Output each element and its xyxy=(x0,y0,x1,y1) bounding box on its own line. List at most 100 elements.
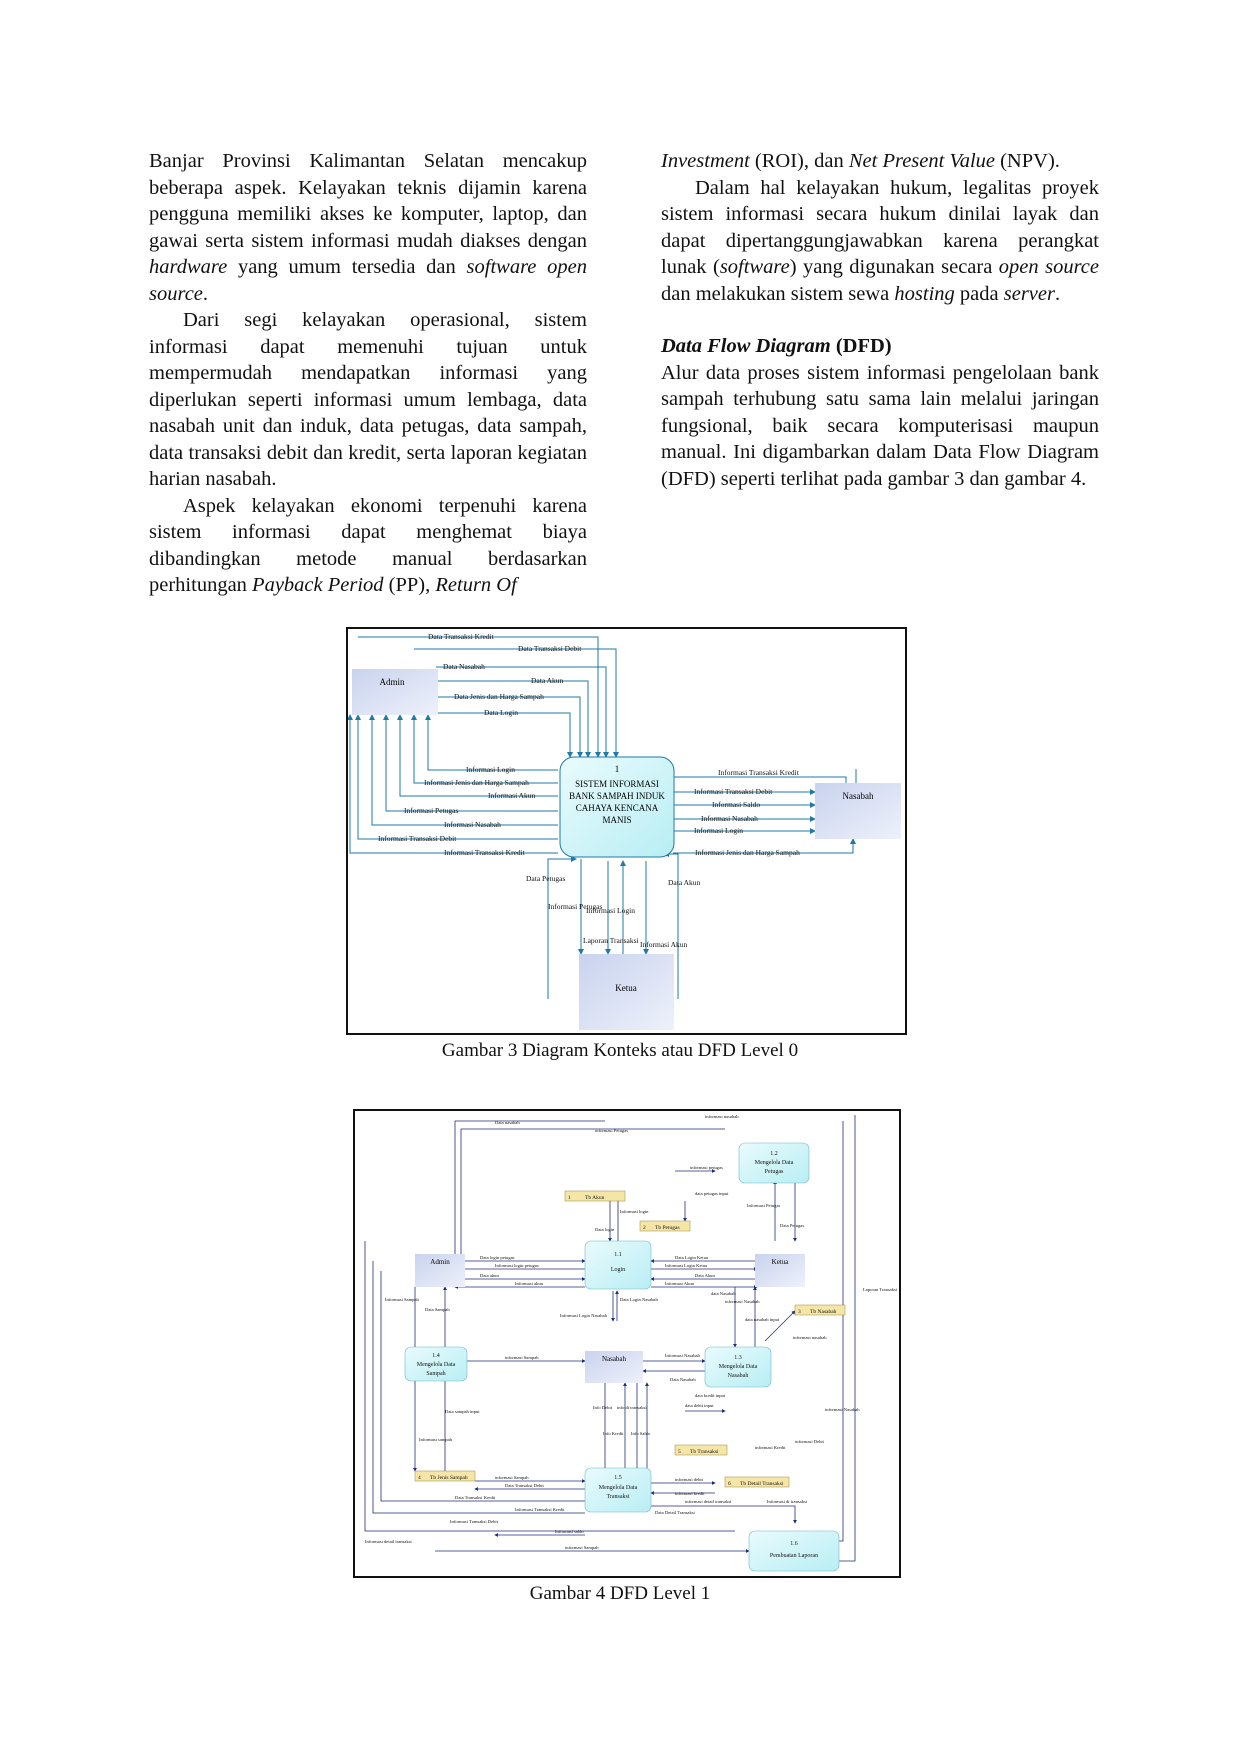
figure-dfd-level1: Admin Ketua Nasabah 1.1 Login 1.2 Mengel… xyxy=(353,1109,901,1578)
process-num: 1.2 xyxy=(770,1151,778,1157)
flow-label: data nasabah input xyxy=(745,1317,780,1322)
flow-label: informasi Kredit xyxy=(755,1445,786,1450)
entity-nasabah-label: Nasabah xyxy=(602,1355,627,1363)
flow-label: Info Debit xyxy=(593,1405,613,1410)
entity-nasabah-box xyxy=(585,1351,643,1383)
store-jenis-sampah-box xyxy=(414,1470,476,1482)
entity-ketua-box xyxy=(579,954,674,1030)
flow-label: informasi debit xyxy=(675,1477,704,1482)
entity-admin-label: Admin xyxy=(430,1258,450,1266)
entity-admin-box xyxy=(415,1254,465,1287)
entity-admin-box xyxy=(352,669,438,715)
paragraph-dfd: Alur data proses sistem informasi pengel… xyxy=(661,361,1099,490)
process-label: Pembuatan Laporan xyxy=(770,1553,818,1559)
flow-label: Data Login xyxy=(484,708,518,717)
flow-label: Informasi Akun xyxy=(640,940,688,949)
dfd-level1-svg: Admin Ketua Nasabah 1.1 Login 1.2 Mengel… xyxy=(364,1114,898,1572)
entity-ketua-label: Ketua xyxy=(615,983,637,993)
paragraph-operational: Dari segi kelayakan operasional, sistem … xyxy=(149,309,587,490)
flow-label: Data Jenis dan Harga Sampah xyxy=(454,692,544,701)
paragraph-economic-cont: Investment (ROI), dan Net Present Value … xyxy=(661,150,1060,172)
flow-label: Data Transaksi Kredit xyxy=(455,1495,496,1500)
flow-label: Data Petugas xyxy=(780,1223,804,1228)
flow-label: Data Petugas xyxy=(526,874,565,883)
flow-label: Laporan Transaksi xyxy=(583,936,639,945)
flow-label: informasi petugas xyxy=(690,1165,723,1170)
flow-label: Informasi Login xyxy=(586,906,635,915)
flow-label: Informasi Petugas xyxy=(404,806,458,815)
flow-label: Informasi Login xyxy=(694,826,743,835)
entity-ketua-label: Ketua xyxy=(772,1258,790,1266)
flow-label: Data Login Ketua xyxy=(675,1255,708,1260)
flow-label: Data Detail Transaksi xyxy=(655,1510,696,1515)
process-line-4: MANIS xyxy=(602,815,631,825)
flow-label: Informasi saldo xyxy=(555,1529,584,1534)
process-num: 1.3 xyxy=(734,1355,742,1361)
flow-label: Informasi Akun xyxy=(665,1281,695,1286)
process-label: Petugas xyxy=(765,1169,784,1175)
process-label: Login xyxy=(611,1267,625,1273)
process-label: Mengelola Data xyxy=(599,1485,638,1491)
flow-label: Data akun xyxy=(480,1273,499,1278)
process-num: 1.4 xyxy=(432,1353,440,1359)
flow-label: Informasi Transaksi Kredit xyxy=(718,768,800,777)
store-detail-transaksi-box xyxy=(724,1476,790,1488)
process-transaksi-box xyxy=(584,1467,652,1513)
flow-label: Data Login Nasabah xyxy=(620,1297,658,1302)
flow-label: Informasi Jenis dan Harga Sampah xyxy=(424,778,529,787)
process-label: Nasabah xyxy=(728,1373,749,1379)
flow-label: informasi Sampah xyxy=(505,1355,539,1360)
entity-admin-label: Admin xyxy=(379,677,405,687)
entity-nasabah-label: Nasabah xyxy=(843,791,874,801)
flow-label: informasi Petugas xyxy=(595,1128,628,1133)
flow-label: informasi nasabah xyxy=(705,1114,739,1119)
context-diagram-svg: Admin Nasabah Ketua 1 SISTEM INFORMASI B… xyxy=(348,632,901,1030)
flow-label: Informasi login petugas xyxy=(495,1263,539,1268)
process-label: Sampah xyxy=(426,1371,445,1377)
flow-label: Informasi Nasabah xyxy=(444,820,501,829)
store-label: Tb Akun xyxy=(585,1195,605,1201)
flow-label: informasi Nasabah xyxy=(725,1299,760,1304)
flow-label: informasi Sampah xyxy=(495,1475,529,1480)
paragraph-technical: Banjar Provinsi Kalimantan Selatan menca… xyxy=(149,150,587,305)
flow-label: informasi Nasabah xyxy=(825,1407,860,1412)
process-num: 1.6 xyxy=(790,1541,798,1547)
flow-label: informasi nasabah xyxy=(793,1335,827,1340)
flow-label: Data login xyxy=(595,1227,615,1232)
flow-label: Informasi Akun xyxy=(488,791,536,800)
flow-label: Informasi dt transaksi xyxy=(767,1499,808,1504)
store-akun-box xyxy=(564,1190,626,1202)
flow-label: Data nasabah xyxy=(495,1120,520,1125)
store-label: Tb Nasabah xyxy=(810,1309,837,1315)
store-num: 1 xyxy=(568,1195,571,1201)
store-num: 5 xyxy=(678,1449,681,1455)
flow-label: Informasi sampah xyxy=(419,1437,453,1442)
flow-label: Informasi Petugas xyxy=(747,1203,781,1208)
flow-label: data debit input xyxy=(685,1403,714,1408)
process-line-1: SISTEM INFORMASI xyxy=(575,779,659,789)
store-label: Tb Transaksi xyxy=(690,1449,719,1455)
store-num: 6 xyxy=(728,1481,731,1487)
store-label: Tb Petugas xyxy=(655,1225,680,1231)
flow-label: Data Transaksi Debit xyxy=(505,1483,545,1488)
flow-label: Data login petugas xyxy=(480,1255,515,1260)
flow-label: Info Saldo xyxy=(631,1431,651,1436)
process-label: Mengelola Data xyxy=(719,1364,758,1370)
flow-label: informasi Sampah xyxy=(565,1545,599,1550)
store-label: Tb Jenis Sampah xyxy=(430,1475,468,1481)
flow-label: Informasi Login Ketua xyxy=(665,1263,707,1268)
flow-label: Data sampah input xyxy=(445,1409,480,1414)
figure4-caption: Gambar 4 DFD Level 1 xyxy=(529,1583,711,1604)
store-transaksi-box xyxy=(674,1444,728,1456)
process-label: Mengelola Data xyxy=(755,1160,794,1166)
flow-label: informasi detail transaksi xyxy=(685,1499,732,1504)
figure3-caption: Gambar 3 Diagram Konteks atau DFD Level … xyxy=(441,1040,799,1061)
flow-label: Informasi Transaksi Kredit xyxy=(515,1507,565,1512)
flow-label: Informasi Login xyxy=(466,765,515,774)
flow-label: Informasi Transaksi Debit xyxy=(378,834,457,843)
flow-label: data kredit input xyxy=(695,1393,726,1398)
flow-label: Info Kredit xyxy=(603,1431,624,1436)
section-heading-dfd: Data Flow Diagram (DFD) xyxy=(661,335,892,357)
flow-label: Informasi detail transaksi xyxy=(365,1539,412,1544)
process-line-3: CAHAYA KENCANA xyxy=(576,803,659,813)
